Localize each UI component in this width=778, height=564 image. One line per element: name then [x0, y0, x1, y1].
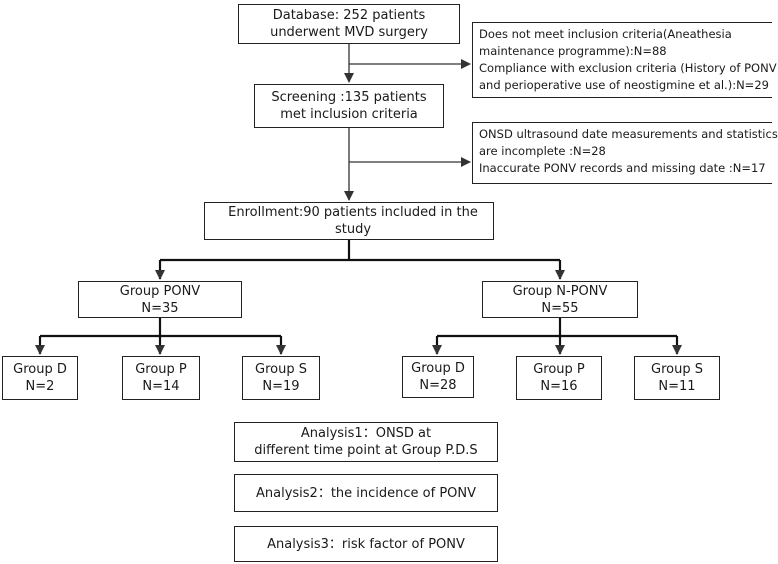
ponv-group-s-n: N=19	[262, 379, 300, 394]
group-ponv-box: Group PONV N=35	[78, 281, 242, 318]
exclusion1-line3: Compliance with exclusion criteria (Hist…	[479, 61, 777, 75]
nponv-group-d-name: Group D	[411, 361, 465, 376]
ponv-group-p-n: N=14	[142, 379, 180, 394]
analysis1-box: Analysis1：ONSD at different time point a…	[234, 422, 498, 462]
ponv-group-d-name: Group D	[13, 362, 67, 377]
screening-box: Screening :135 patients met inclusion cr…	[254, 84, 444, 128]
exclusion1-line4: and perioperative use of neostigmine et …	[479, 78, 769, 92]
exclusion2-note: ONSD ultrasound date measurements and st…	[472, 122, 778, 184]
nponv-group-p-box: Group P N=16	[516, 356, 602, 400]
ponv-group-d-n: N=2	[25, 379, 55, 394]
nponv-group-d-box: Group D N=28	[402, 356, 474, 398]
database-line1: Database: 252 patients	[272, 8, 426, 23]
screening-line1: Screening :135 patients	[271, 90, 427, 105]
ponv-group-s-name: Group S	[255, 362, 307, 377]
screening-line2: met inclusion criteria	[280, 107, 418, 122]
analysis3-box: Analysis3：risk factor of PONV	[234, 526, 498, 562]
group-ponv-n: N=35	[141, 300, 179, 316]
nponv-group-s-name: Group S	[651, 362, 703, 377]
analysis2-box: Analysis2：the incidence of PONV	[234, 474, 498, 512]
exclusion2-line3: Inaccurate PONV records and missing date…	[479, 161, 766, 175]
nponv-group-p-name: Group P	[533, 362, 585, 377]
analysis3-text: Analysis3：risk factor of PONV	[267, 536, 465, 552]
group-ponv-name: Group PONV	[119, 283, 201, 299]
analysis1-line1: Analysis1：ONSD at	[300, 426, 432, 441]
exclusion2-line2: are incomplete :N=28	[479, 144, 606, 158]
nponv-group-s-box: Group S N=11	[634, 356, 720, 400]
exclusion1-note: Does not meet inclusion criteria(Aneathe…	[472, 22, 777, 98]
analysis2-text: Analysis2：the incidence of PONV	[255, 485, 477, 501]
group-nponv-box: Group N-PONV N=55	[482, 281, 638, 318]
group-nponv-name: Group N-PONV	[512, 283, 608, 299]
database-line2: underwent MVD surgery	[270, 25, 428, 40]
nponv-group-p-n: N=16	[540, 379, 578, 394]
ponv-group-d-box: Group D N=2	[2, 356, 78, 400]
database-box: Database: 252 patients underwent MVD sur…	[238, 4, 460, 44]
group-nponv-n: N=55	[541, 300, 579, 316]
ponv-group-p-name: Group P	[135, 362, 187, 377]
exclusion2-line1: ONSD ultrasound date measurements and st…	[479, 127, 778, 141]
exclusion1-line2: maintenance programme):N=88	[479, 44, 667, 58]
ponv-group-p-box: Group P N=14	[122, 356, 200, 400]
enrollment-box: Enrollment:90 patients included in the s…	[204, 202, 494, 240]
exclusion1-line1: Does not meet inclusion criteria(Aneathe…	[479, 27, 732, 41]
nponv-group-s-n: N=11	[658, 379, 696, 394]
analysis1-line2: different time point at Group P.D.S	[254, 443, 478, 458]
nponv-group-d-n: N=28	[419, 378, 457, 393]
enrollment-text: Enrollment:90 patients included in the s…	[228, 205, 478, 237]
ponv-group-s-box: Group S N=19	[242, 356, 320, 400]
